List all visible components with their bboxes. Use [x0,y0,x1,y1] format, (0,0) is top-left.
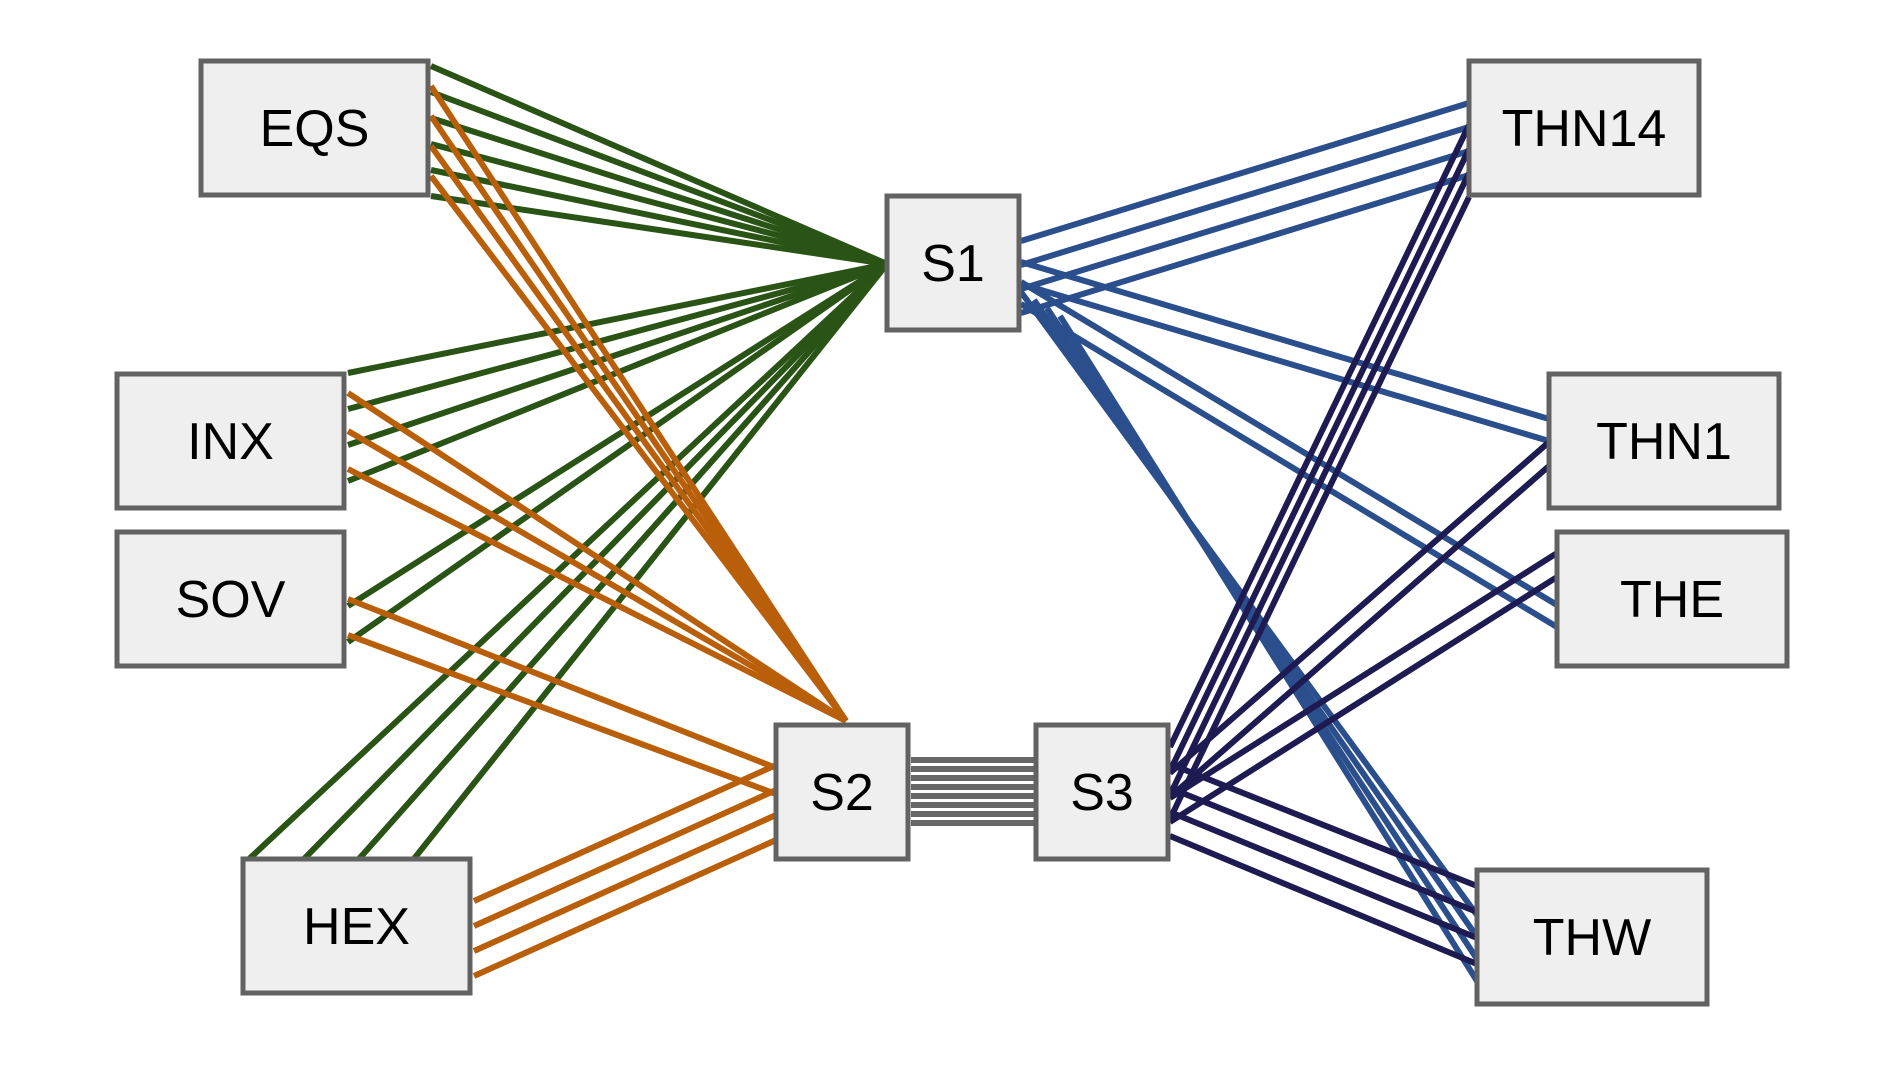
link-s3-thn14-4 [1167,195,1472,821]
link-group-sov-s2 [346,596,778,797]
links-layer [245,63,1559,983]
link-s3-thw-4 [1168,833,1479,967]
link-group-s1-thn1 [1020,259,1550,444]
link-hex-s1-3 [355,262,890,862]
link-s3-the-2 [1168,574,1559,825]
link-inx-s2-1 [346,390,848,724]
link-s1-the-1 [1019,279,1559,608]
link-s3-thw-1 [1168,761,1479,889]
link-s1-thn14-2 [1020,124,1470,268]
node-thw-label: THW [1533,909,1651,967]
link-s3-thn14-3 [1167,171,1472,797]
link-group-eqs-s1 [429,63,889,267]
node-s2-label: S2 [810,764,874,822]
node-s1-label: S1 [921,235,985,293]
node-inx-label: INX [187,413,274,471]
link-group-s3-the [1168,550,1559,825]
node-thn14[interactable]: THN14 [1466,58,1702,198]
link-group-sov-s1 [346,261,889,645]
link-s1-the-2 [1019,301,1559,630]
link-inx-s2-3 [346,466,848,724]
node-hex[interactable]: HEX [240,856,473,996]
link-eqs-s1-5 [430,167,888,267]
link-hex-s2-1 [472,762,778,904]
link-hex-s1-4 [410,262,890,862]
node-s1[interactable]: S1 [884,193,1022,333]
link-inx-s2-2 [346,428,848,724]
node-hex-label: HEX [303,898,410,956]
link-hex-s2-2 [472,787,778,929]
node-thn1[interactable]: THN1 [1546,371,1782,511]
node-sov[interactable]: SOV [114,529,347,669]
link-sov-s2-2 [346,632,778,797]
link-inx-s1-1 [347,261,888,376]
link-group-s1-thn14 [1020,100,1470,316]
node-eqs-label: EQS [260,100,370,158]
link-eqs-s1-3 [430,115,888,267]
link-inx-s1-2 [347,261,888,412]
link-eqs-s2-3 [428,144,849,723]
link-group-s1-the [1019,279,1559,630]
link-s1-thw-4 [1057,314,1480,983]
link-eqs-s2-4 [428,174,849,723]
node-sov-label: SOV [176,571,286,629]
link-s3-thn14-1 [1167,123,1472,749]
link-group-hex-s2 [472,762,778,979]
link-group-inx-s2 [346,390,848,724]
link-hex-s1-2 [300,261,890,863]
link-s3-thn1-2 [1168,463,1551,800]
link-group-s3-thw [1168,761,1479,967]
node-eqs[interactable]: EQS [198,58,431,198]
node-inx[interactable]: INX [114,371,347,511]
link-s3-thw-2 [1168,785,1479,915]
node-s3[interactable]: S3 [1033,722,1171,862]
nodes-layer: EQS INX SOV HEX S1 S2 S3 THN14 [114,58,1790,1007]
link-hex-s2-4 [472,837,778,979]
link-s3-thw-3 [1168,809,1479,941]
link-group-eqs-s2 [428,84,849,723]
link-sov-s1-1 [346,261,889,609]
node-the-label: THE [1620,571,1724,629]
link-s3-thn14-2 [1167,147,1472,773]
node-thn14-label: THN14 [1502,100,1667,158]
link-group-s2-s3 [911,757,1036,826]
link-s3-thn1-1 [1168,439,1551,776]
link-eqs-s1-4 [430,141,888,267]
link-eqs-s1-2 [429,89,889,267]
node-the[interactable]: THE [1554,529,1790,669]
link-hex-s2-3 [472,812,778,954]
link-s1-thn14-1 [1020,100,1470,244]
node-s3-label: S3 [1070,764,1134,822]
node-thw[interactable]: THW [1474,867,1710,1007]
link-sov-s2-1 [346,596,778,771]
link-group-s3-thn14 [1167,123,1472,821]
link-inx-s1-3 [347,261,888,448]
node-s2[interactable]: S2 [773,722,911,862]
link-eqs-s1-1 [429,63,889,267]
link-s1-thn1-1 [1020,259,1550,422]
link-s1-thn1-2 [1020,281,1550,444]
link-s1-thn14-4 [1020,172,1470,316]
link-sov-s1-2 [346,261,889,645]
link-s3-the-1 [1168,550,1559,801]
link-s1-thn14-3 [1020,148,1470,292]
node-thn1-label: THN1 [1596,413,1732,471]
link-group-s3-thn1 [1168,439,1551,800]
